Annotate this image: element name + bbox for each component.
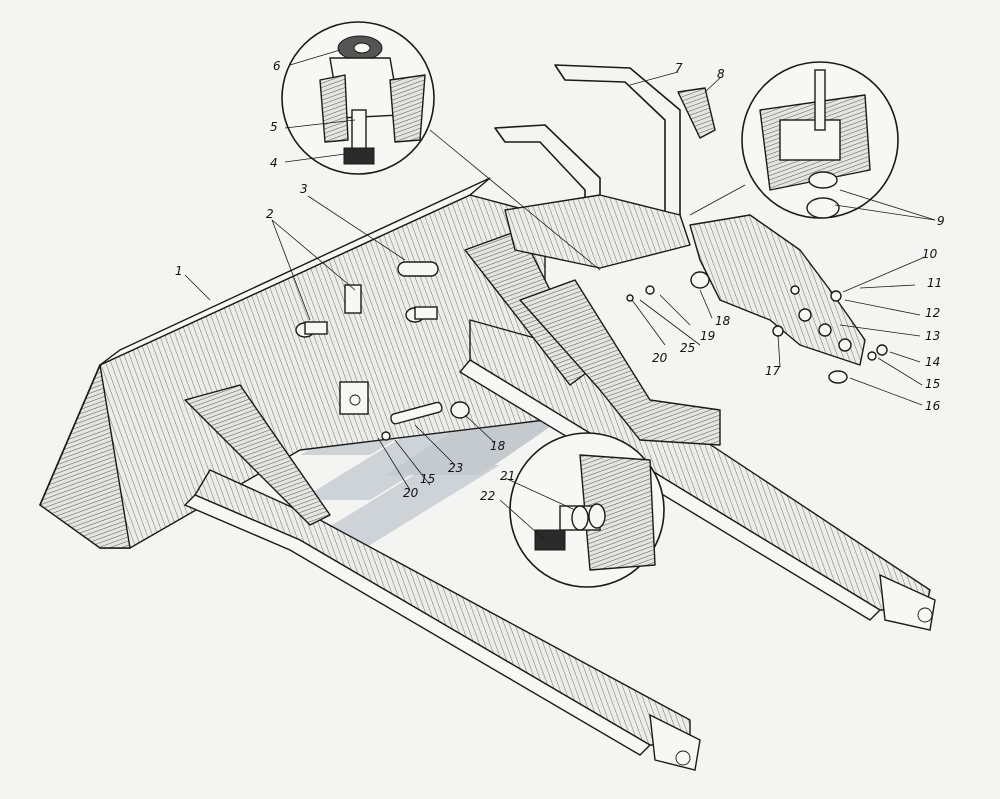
label-3: 3 bbox=[300, 182, 308, 196]
mounting-bracket bbox=[689, 214, 866, 366]
dozer-blade bbox=[39, 177, 546, 549]
callout-labels: 1 2 3 4 5 6 7 8 9 10 11 12 13 14 15 16 1… bbox=[175, 59, 945, 503]
detail-view-bolt-clamp bbox=[281, 21, 435, 175]
label-22: 22 bbox=[480, 489, 495, 503]
label-10: 10 bbox=[922, 247, 938, 261]
shim-plate bbox=[677, 87, 716, 139]
yoke-frame bbox=[494, 64, 691, 269]
label-8: 8 bbox=[717, 67, 725, 81]
label-15-left: 15 bbox=[420, 472, 435, 486]
bolts-and-clamps bbox=[295, 261, 470, 441]
label-4: 4 bbox=[270, 156, 278, 170]
label-19: 19 bbox=[700, 329, 715, 343]
label-21: 21 bbox=[500, 469, 515, 483]
label-23: 23 bbox=[448, 461, 463, 475]
label-5: 5 bbox=[270, 120, 278, 134]
label-13: 13 bbox=[925, 329, 940, 343]
label-20-left: 20 bbox=[403, 486, 419, 500]
label-9: 9 bbox=[937, 214, 945, 228]
label-7: 7 bbox=[675, 61, 683, 75]
label-16: 16 bbox=[925, 399, 941, 413]
label-15-right: 15 bbox=[925, 377, 940, 391]
left-push-arm bbox=[183, 384, 701, 771]
label-6: 6 bbox=[273, 59, 281, 73]
label-25: 25 bbox=[680, 341, 695, 355]
label-20-right: 20 bbox=[652, 351, 668, 365]
detail-view-pin bbox=[509, 432, 665, 588]
right-push-arm bbox=[458, 229, 936, 631]
label-18-right: 18 bbox=[715, 314, 731, 328]
label-11: 11 bbox=[927, 276, 942, 290]
label-2: 2 bbox=[266, 207, 274, 221]
leader-lines bbox=[184, 49, 936, 541]
label-1: 1 bbox=[175, 264, 183, 278]
label-12: 12 bbox=[925, 306, 940, 320]
label-14: 14 bbox=[925, 355, 940, 369]
detail-view-nuts bbox=[741, 61, 899, 219]
label-18-left: 18 bbox=[490, 439, 506, 453]
label-17: 17 bbox=[765, 364, 781, 378]
fasteners-right bbox=[626, 271, 888, 384]
